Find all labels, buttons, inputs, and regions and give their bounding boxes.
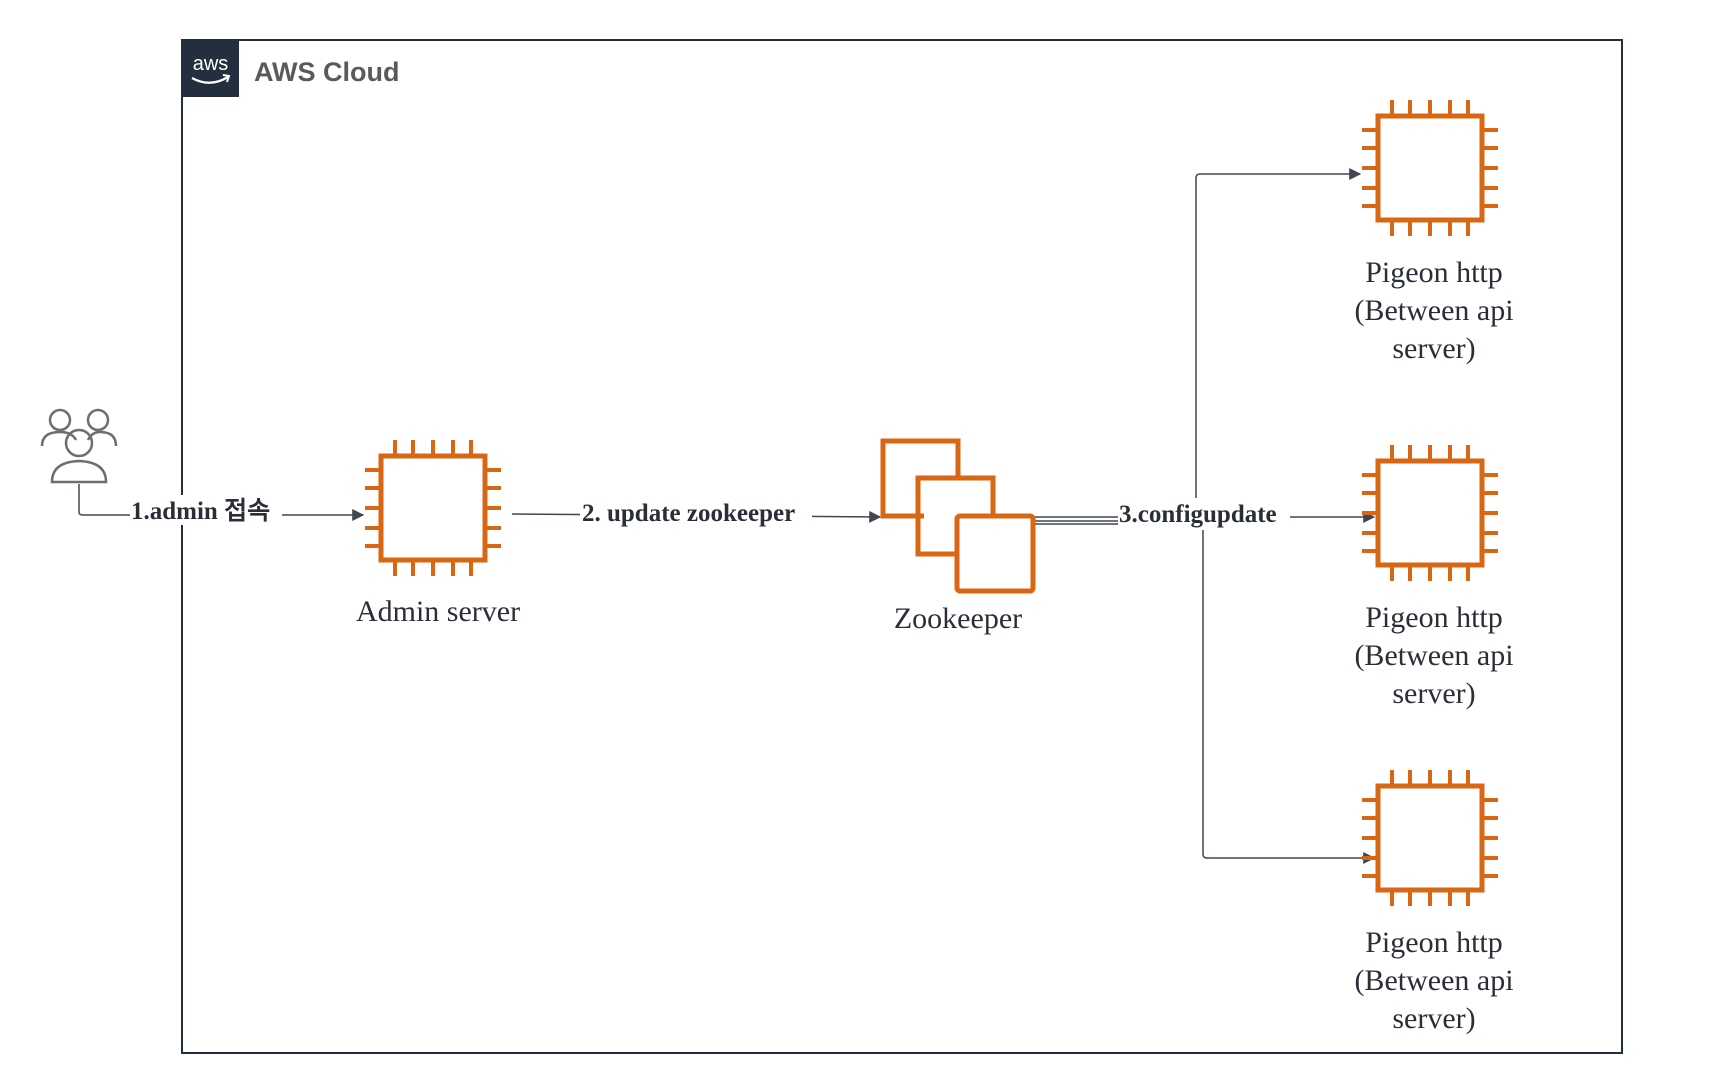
pigeon-http-node-1[interactable]: Pigeon http (Between api server) (1354, 100, 1514, 365)
edge-label-config-update: 3.configupdate (1119, 501, 1277, 528)
ec2-instance-icon (1362, 770, 1498, 906)
pigeon-3-label-line2: (Between api (1354, 964, 1513, 997)
aws-cloud-group: aws AWS Cloud (181, 39, 1623, 1054)
pigeon-3-label-line1: Pigeon http (1365, 926, 1503, 959)
connector-zookeeper-pigeon-1 (1034, 168, 1362, 522)
users-icon (40, 408, 118, 484)
admin-server-node[interactable]: Admin server (356, 440, 520, 628)
ec2-instance-icon (1362, 445, 1498, 581)
ec2-instance-icon (1362, 100, 1498, 236)
edge-label-admin-connect: 1.admin 접속 (131, 497, 270, 525)
zookeeper-label: Zookeeper (894, 602, 1022, 635)
aws-cloud-title: AWS Cloud (254, 57, 399, 87)
connector-users-admin (78, 484, 365, 521)
multiple-instances-icon (880, 438, 1036, 594)
pigeon-2-label-line1: Pigeon http (1365, 601, 1503, 634)
pigeon-http-node-2[interactable]: Pigeon http (Between api server) (1354, 445, 1514, 710)
admin-server-label: Admin server (356, 595, 520, 628)
pigeon-1-label-line2: (Between api (1354, 294, 1513, 327)
pigeon-3-label-line3: server) (1392, 1002, 1475, 1035)
aws-logo-icon: aws (182, 40, 239, 97)
aws-cloud-border (181, 39, 1623, 1054)
aws-logo-text: aws (193, 53, 229, 75)
ec2-instance-icon (365, 440, 501, 576)
pigeon-2-label-line2: (Between api (1354, 639, 1513, 672)
edge-label-update-zookeeper: 2. update zookeeper (582, 500, 795, 527)
edge-labels: 1.admin 접속 2. update zookeeper 3.configu… (130, 495, 1290, 530)
zookeeper-node[interactable]: Zookeeper (880, 438, 1036, 635)
pigeon-http-node-3[interactable]: Pigeon http (Between api server) (1354, 770, 1514, 1035)
pigeon-1-label-line1: Pigeon http (1365, 256, 1503, 289)
connector-zookeeper-pigeon-3 (1034, 523, 1376, 864)
pigeon-2-label-line3: server) (1392, 677, 1475, 710)
pigeon-1-label-line3: server) (1392, 332, 1475, 365)
